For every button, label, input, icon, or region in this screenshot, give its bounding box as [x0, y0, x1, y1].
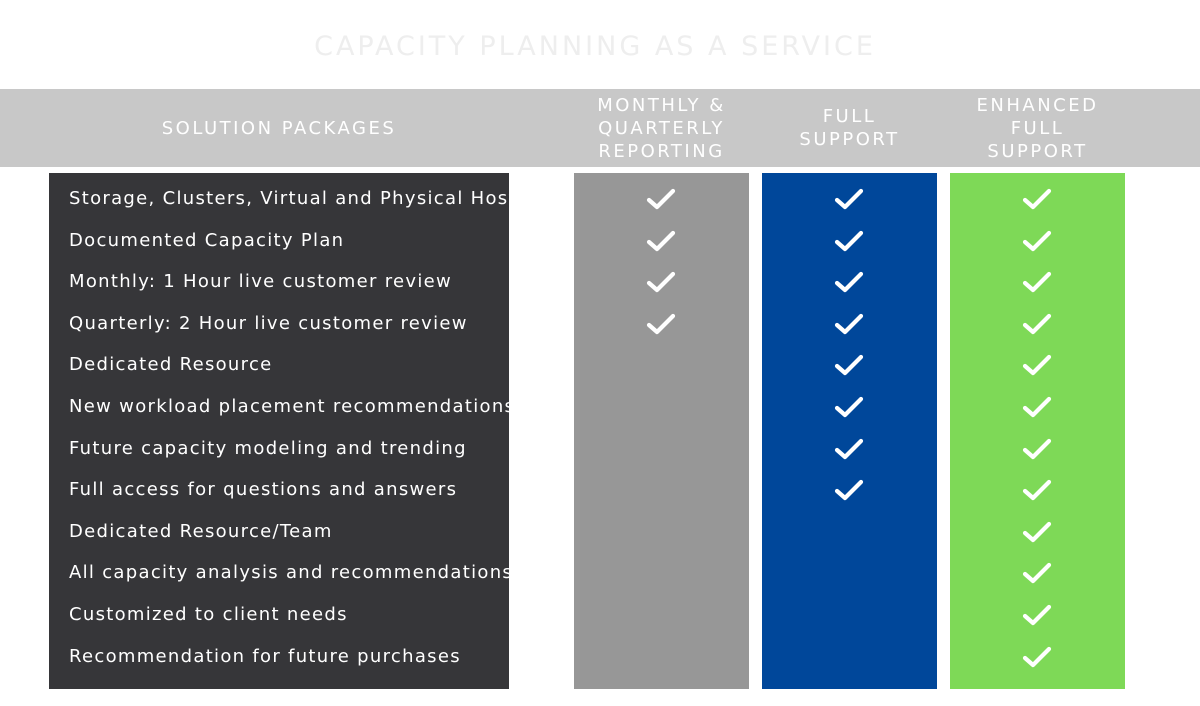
checkmark-icon	[1022, 520, 1052, 544]
feature-item: Future capacity modeling and trending	[69, 437, 467, 459]
header-monthly-quarterly-reporting: MONTHLY & QUARTERLY REPORTING	[597, 94, 726, 162]
enhanced-column-panel	[950, 173, 1125, 689]
checkmark-icon	[834, 187, 864, 211]
checkmark-icon	[1022, 229, 1052, 253]
feature-item: Customized to client needs	[69, 603, 348, 625]
feature-item: Quarterly: 2 Hour live customer review	[69, 312, 468, 334]
page-title: CAPACITY PLANNING AS A SERVICE	[314, 31, 876, 62]
checkmark-icon	[834, 270, 864, 294]
checkmark-icon	[834, 395, 864, 419]
checkmark-icon	[834, 312, 864, 336]
checkmark-icon	[1022, 603, 1052, 627]
header-enhanced-full-support: ENHANCED FULL SUPPORT	[976, 94, 1099, 162]
checkmark-icon	[646, 187, 676, 211]
checkmark-icon	[1022, 353, 1052, 377]
full-support-column-panel	[762, 173, 937, 689]
checkmark-icon	[1022, 312, 1052, 336]
feature-item: Dedicated Resource	[69, 354, 273, 376]
checkmark-icon	[834, 437, 864, 461]
header-full-support: FULL SUPPORT	[799, 106, 900, 150]
header-solution-packages: SOLUTION PACKAGES	[161, 117, 397, 139]
feature-list: Storage, Clusters, Virtual and Physical …	[69, 180, 769, 679]
checkmark-icon	[646, 312, 676, 336]
feature-item: Recommendation for future purchases	[69, 645, 461, 667]
feature-item: New workload placement recommendations	[69, 395, 516, 417]
checkmark-icon	[1022, 561, 1052, 585]
checkmark-icon	[1022, 645, 1052, 669]
feature-item: All capacity analysis and recommendation…	[69, 562, 514, 584]
feature-item: Monthly: 1 Hour live customer review	[69, 271, 453, 293]
checkmark-icon	[834, 478, 864, 502]
checkmark-icon	[1022, 478, 1052, 502]
checkmark-icon	[834, 353, 864, 377]
feature-item: Full access for questions and answers	[69, 479, 458, 501]
features-panel	[49, 173, 509, 689]
checkmark-icon	[1022, 270, 1052, 294]
monthly-column-panel	[574, 173, 749, 689]
checkmark-icon	[1022, 437, 1052, 461]
feature-item: Dedicated Resource/Team	[69, 520, 333, 542]
feature-item: Storage, Clusters, Virtual and Physical …	[69, 188, 528, 209]
feature-item: Documented Capacity Plan	[69, 229, 345, 251]
checkmark-icon	[834, 229, 864, 253]
checkmark-icon	[646, 270, 676, 294]
header-band	[0, 89, 1200, 167]
checkmark-icon	[1022, 395, 1052, 419]
checkmark-icon	[646, 229, 676, 253]
checkmark-icon	[1022, 187, 1052, 211]
